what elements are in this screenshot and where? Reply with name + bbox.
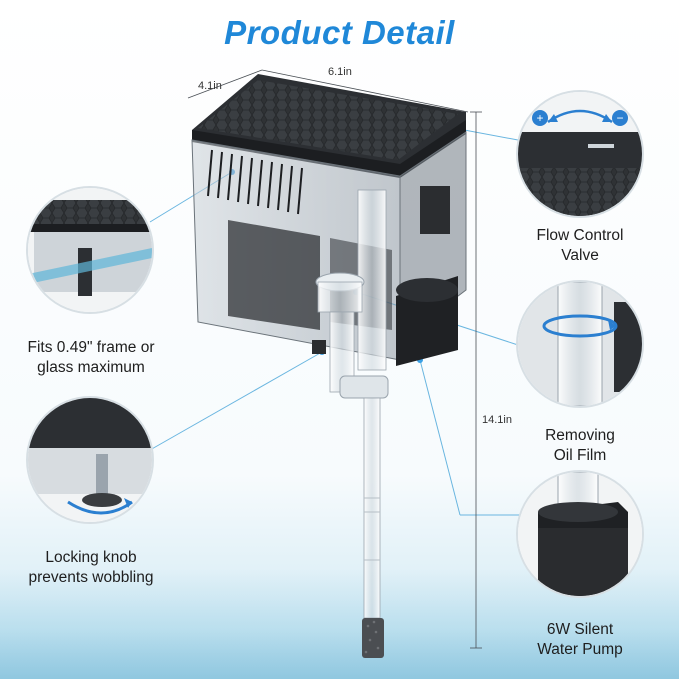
frame-detail-circle bbox=[26, 186, 154, 314]
height-dimension: 14.1in bbox=[482, 414, 512, 426]
width-dimension: 6.1in bbox=[328, 66, 352, 78]
minus-icon: − bbox=[616, 111, 623, 125]
flow-detail-circle: + − bbox=[516, 90, 644, 218]
depth-dimension: 4.1in bbox=[198, 80, 222, 92]
knob-detail-circle bbox=[26, 396, 154, 524]
oil-detail-circle bbox=[516, 280, 644, 408]
pump-detail-circle bbox=[516, 470, 644, 598]
plus-icon: + bbox=[536, 111, 543, 125]
page-title: Product Detail bbox=[224, 14, 455, 51]
